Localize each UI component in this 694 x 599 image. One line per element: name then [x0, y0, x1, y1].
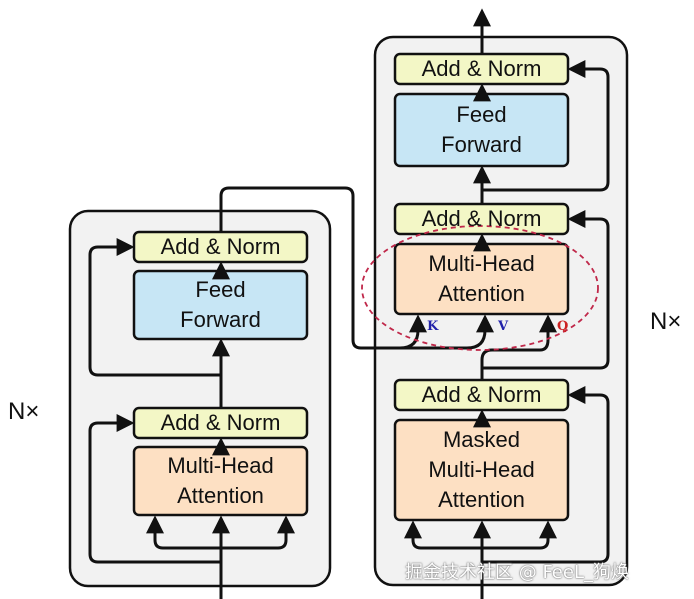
encoder-residual-top — [88, 238, 221, 377]
decoder-add-norm-bottom-box — [393, 378, 570, 412]
encoder-attn-split-right — [221, 515, 295, 550]
arrows — [88, 8, 610, 599]
decoder-residual-mid — [482, 210, 610, 370]
encoder-feed-forward-box — [132, 269, 309, 341]
decoder-residual-top — [482, 60, 610, 192]
decoder-feed-forward-box — [393, 92, 570, 168]
encoder-attn-split-left — [146, 515, 221, 550]
encoder-attention-box — [132, 445, 309, 517]
v-label: V — [498, 319, 509, 334]
encoder-output-path — [219, 186, 467, 350]
encoder-residual-bottom — [88, 414, 221, 564]
decoder-repeat-label: N× — [650, 308, 682, 335]
decoder-attn-split-left — [404, 520, 482, 550]
decoder-add-norm-mid-box — [393, 202, 570, 236]
decoder-masked-attention-box — [393, 418, 570, 522]
q-label: Q — [557, 319, 569, 334]
q-input-arrow — [480, 314, 557, 380]
encoder-add-norm-top-box — [132, 230, 309, 264]
v-input-arrow — [466, 314, 494, 350]
watermark: 掘金技术社区 @ FeeL_狗焕 — [405, 562, 629, 583]
cross-attention-highlight — [361, 225, 599, 351]
k-label: K — [427, 319, 439, 334]
decoder-attn-split-right — [482, 520, 557, 550]
k-input-arrow — [399, 314, 427, 350]
decoder-add-norm-top-box — [393, 52, 570, 86]
encoder-stack — [68, 209, 332, 588]
encoder-repeat-label: N× — [8, 398, 40, 425]
encoder-add-norm-bottom-box — [132, 406, 309, 440]
decoder-residual-bottom — [482, 386, 610, 564]
decoder-cross-attention-box — [393, 242, 570, 316]
